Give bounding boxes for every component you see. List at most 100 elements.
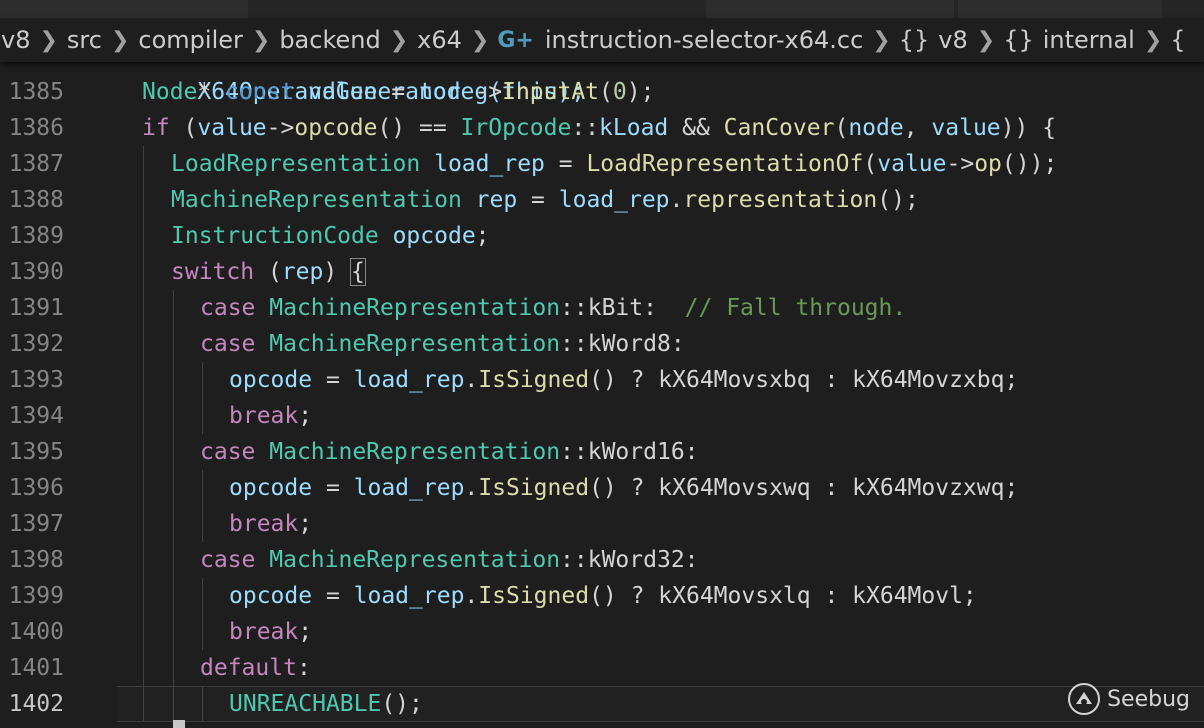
code-token: () == xyxy=(377,115,461,141)
code-token: IsSigned xyxy=(478,475,590,501)
breadcrumb: v8 ❯ src ❯ compiler ❯ backend ❯ x64 ❯ G+… xyxy=(0,18,1204,62)
chevron-right-icon: ❯ xyxy=(470,27,490,53)
code-token: kLoad xyxy=(599,115,669,141)
code-line-text: switch (rep) { xyxy=(171,254,366,290)
chevron-right-icon: ❯ xyxy=(976,27,996,53)
code-token: ; xyxy=(298,511,313,537)
line-number: 1394 xyxy=(8,403,64,429)
editor-tab[interactable] xyxy=(0,0,248,18)
code-token: )) { xyxy=(1000,115,1057,141)
breadcrumb-item-namespace-v8[interactable]: v8 xyxy=(938,26,968,54)
code-token: ::kWord8: xyxy=(560,331,685,357)
code-token: . xyxy=(464,367,479,393)
code-token: InputAt xyxy=(502,79,600,105)
code-token xyxy=(462,187,476,213)
code-line-text: if (value->opcode() == IrOpcode::kLoad &… xyxy=(142,110,1056,146)
line-number: 1400 xyxy=(8,619,64,645)
code-line-text: InstructionCode opcode; xyxy=(171,218,490,254)
code-token: -> xyxy=(474,79,503,105)
breadcrumb-item-v8[interactable]: v8 xyxy=(1,26,31,54)
code-line-text: break; xyxy=(229,398,312,434)
editor-tab[interactable] xyxy=(958,0,1162,18)
indent-guide xyxy=(143,218,144,254)
code-token: ( xyxy=(863,151,878,177)
code-token: opcode xyxy=(392,223,476,249)
code-token: node xyxy=(419,79,475,105)
indent-guide xyxy=(173,506,174,542)
indent-guide xyxy=(143,686,144,722)
indent-guide xyxy=(173,326,174,362)
code-line-text: break; xyxy=(229,506,312,542)
code-token: = xyxy=(544,151,587,177)
code-token: CanCover xyxy=(723,115,835,141)
code-line[interactable]: 1387 LoadRepresentation load_rep = LoadRe… xyxy=(0,146,1204,182)
editor-tab[interactable] xyxy=(706,0,954,18)
indent-guide xyxy=(173,470,174,506)
code-token: MachineRepresentation xyxy=(171,187,462,213)
code-token: node xyxy=(848,115,904,141)
code-line-text: LoadRepresentation load_rep = LoadRepres… xyxy=(171,146,1057,182)
indent-guide xyxy=(202,578,203,614)
code-line-text: case MachineRepresentation::kBit: // Fal… xyxy=(200,290,906,326)
code-token: ( xyxy=(169,115,198,141)
code-token: MachineRepresentation xyxy=(269,547,561,573)
breadcrumb-item-x64[interactable]: x64 xyxy=(417,26,462,54)
code-line-text: UNREACHABLE(); xyxy=(229,686,423,722)
code-token: : xyxy=(296,655,311,681)
line-number: 1395 xyxy=(8,439,64,465)
code-token: op xyxy=(974,151,1002,177)
code-token: . xyxy=(669,187,684,213)
horizontal-scrollbar-thumb[interactable] xyxy=(173,720,185,728)
code-line-text: case MachineRepresentation::kWord16: xyxy=(200,434,699,470)
indent-guide xyxy=(173,434,174,470)
indent-guide xyxy=(143,542,144,578)
breadcrumb-item-namespace-internal[interactable]: internal xyxy=(1042,26,1135,54)
code-token xyxy=(379,223,393,249)
code-token: MachineRepresentation xyxy=(269,439,561,465)
code-token: Node xyxy=(142,79,198,105)
code-token: MachineRepresentation xyxy=(269,295,561,321)
code-token: -> xyxy=(946,151,975,177)
code-token: value xyxy=(931,115,1001,141)
code-token: ::kBit: xyxy=(560,295,685,321)
line-number: 1399 xyxy=(8,583,64,609)
code-line[interactable]: 1395 case MachineRepresentation::kWord16: xyxy=(0,434,1204,470)
breadcrumb-item-file[interactable]: instruction-selector-x64.cc xyxy=(544,26,864,54)
breadcrumb-item-src[interactable]: src xyxy=(66,26,102,54)
line-number: 1388 xyxy=(8,187,64,213)
indent-guide xyxy=(143,506,144,542)
breadcrumb-item-compiler[interactable]: compiler xyxy=(138,26,243,54)
indent-guide xyxy=(173,614,174,650)
code-token: rep xyxy=(281,259,324,285)
breadcrumb-item-backend[interactable]: backend xyxy=(279,26,381,54)
chevron-right-icon: ❯ xyxy=(39,27,58,53)
code-token: opcode xyxy=(229,583,313,609)
chevron-right-icon: ❯ xyxy=(1143,27,1163,53)
code-token: { xyxy=(350,258,366,286)
code-token: opcode xyxy=(229,475,313,501)
code-line[interactable]: 1394 break; xyxy=(0,398,1204,434)
code-token: -> xyxy=(266,115,295,141)
indent-guide xyxy=(143,326,144,362)
code-token: default xyxy=(200,655,297,681)
indent-guide xyxy=(173,362,174,398)
code-line-text: opcode = load_rep.IsSigned() ? kX64Movsx… xyxy=(229,470,1018,506)
line-number: 1387 xyxy=(8,151,64,177)
code-token: case xyxy=(200,547,256,573)
